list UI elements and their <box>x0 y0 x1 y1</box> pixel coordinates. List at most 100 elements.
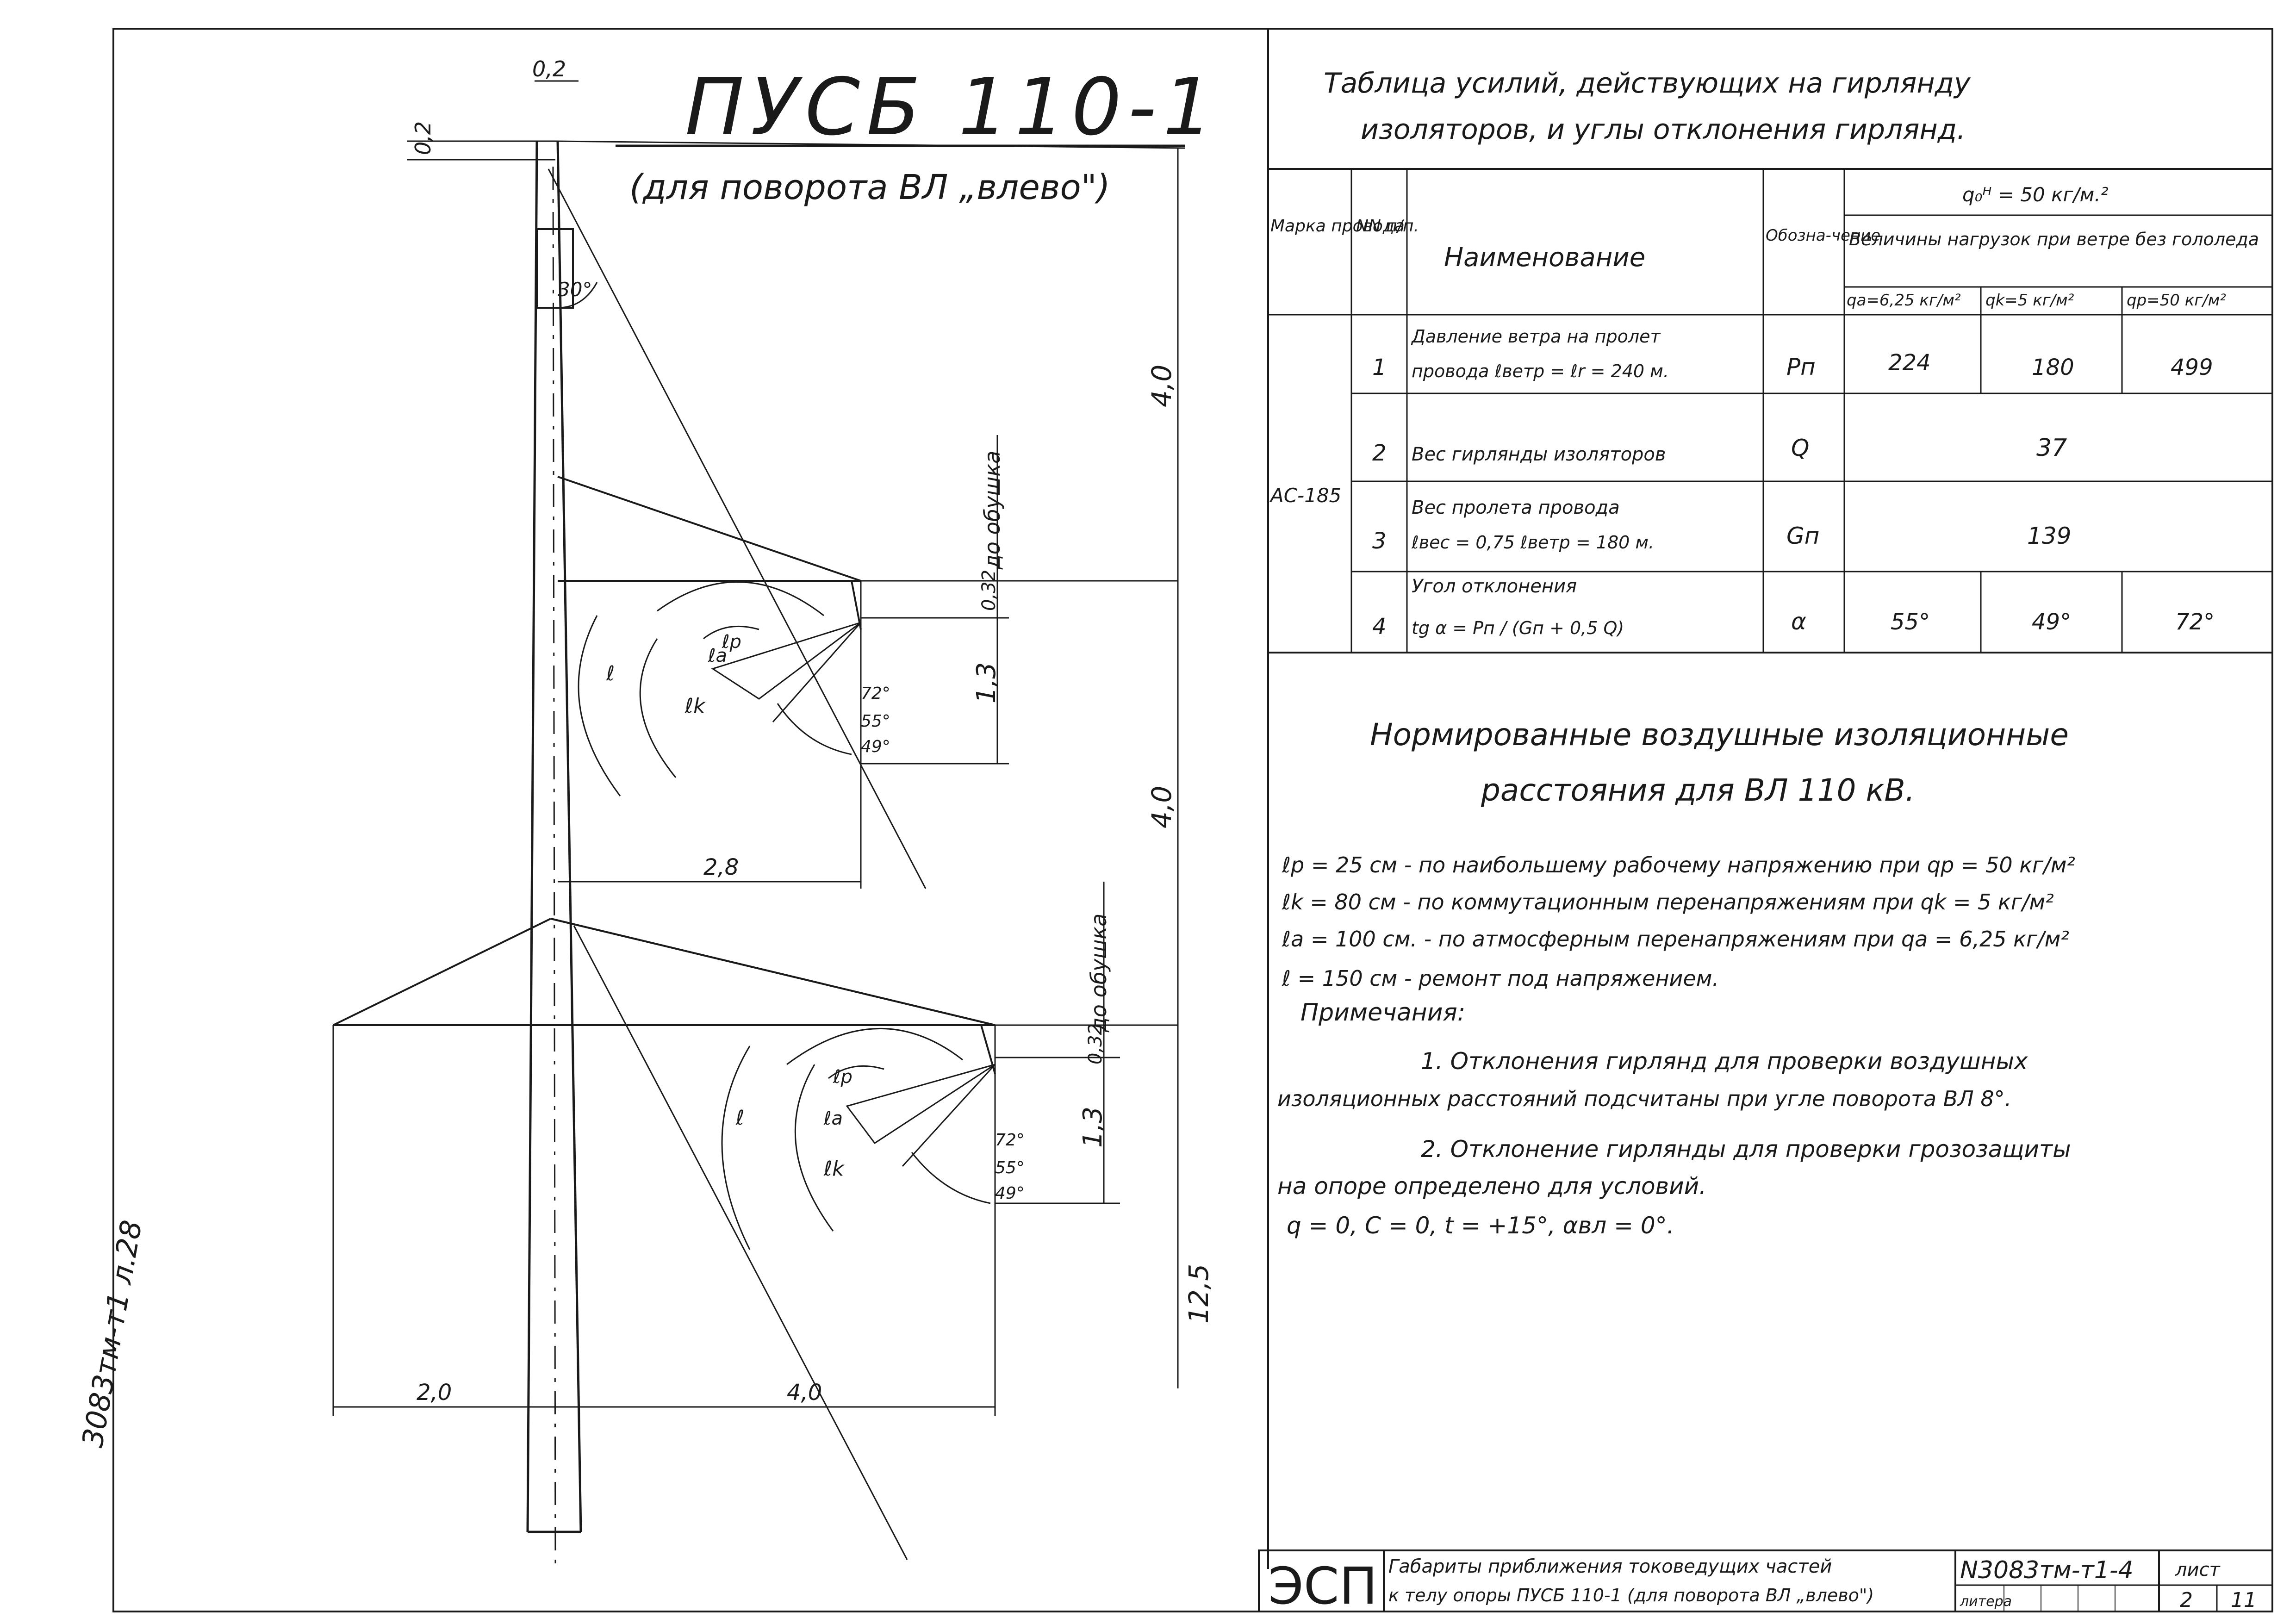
lower-ra-label: ℓa <box>823 1108 843 1129</box>
norm-line-1: ℓp = 25 см - по наибольшему рабочему нап… <box>1282 852 2075 877</box>
dim-upper-h2: 4,0 <box>1146 786 1177 828</box>
stamp-desc-1: Габариты приближения токоведущих частей <box>1388 1556 1832 1577</box>
head-values: Величины нагрузок при ветре без гололеда <box>1849 229 2259 249</box>
to-clamp-upper: до обушка <box>980 451 1005 570</box>
top-bracket <box>536 228 574 309</box>
head-name: Наименование <box>1444 243 1645 273</box>
lower-swing-lines <box>846 1064 996 1145</box>
drawing-subtitle: (для поворота ВЛ „влево") <box>629 168 1110 207</box>
head-mark: Марка провода <box>1270 217 1405 236</box>
note-1a: 1. Отклонения гирлянд для проверки возду… <box>1421 1048 2028 1075</box>
drawing-title: ПУСБ 110-1 <box>685 62 1220 153</box>
stamp-logo: ЭСП <box>1268 1556 1377 1616</box>
lower-crossarm-r <box>550 918 996 1026</box>
side-note: 3083тм-т1 л.28 <box>75 1218 149 1450</box>
upper-arc-a <box>639 638 677 778</box>
norm-line-4: ℓ = 150 см - ремонт под напряжением. <box>1282 966 1719 991</box>
dim-arm-left: 2,0 <box>417 1380 452 1406</box>
norms-section: Нормированные воздушные изоляционные рас… <box>1277 717 2075 1239</box>
lower-rk-label: ℓk <box>823 1157 845 1181</box>
note-2b: на опоре определено для условий. <box>1277 1173 1706 1200</box>
row1-v2: 180 <box>2032 355 2074 380</box>
row1-v1: 224 <box>1888 350 1931 376</box>
upper-angle-72: 72° <box>861 684 890 703</box>
sheet-frame <box>112 28 2273 1612</box>
row1-name-2: провода ℓветр = ℓr = 240 м. <box>1412 361 1669 381</box>
note-1b: изоляционных расстояний подсчитаны при у… <box>1277 1086 2011 1111</box>
norm-line-3: ℓa = 100 см. - по атмосферным перенапряж… <box>1282 927 2069 952</box>
row3-name-1: Вес пролета провода <box>1412 497 1620 518</box>
stamp-litera: литера <box>1960 1593 2012 1610</box>
lower-crossarm <box>333 918 996 1026</box>
head-q0: q₀ᴴ = 50 кг/м.² <box>1962 183 2109 206</box>
upper-crossarm <box>557 476 861 582</box>
row1-sym: Pп <box>1786 354 1816 380</box>
stamp-code: N3083тм-т1-4 <box>1960 1556 2134 1584</box>
norms-heading-2: расстояния для ВЛ 110 кВ. <box>1481 772 1915 808</box>
pole-left-edge <box>526 141 538 1532</box>
row4-name-2: tg α = Pп / (Gп + 0,5 Q) <box>1412 618 1624 638</box>
pole-right-edge <box>556 141 582 1532</box>
stamp-sheet-label: лист <box>2175 1559 2221 1580</box>
dim-gap1: 0,32 <box>978 570 1000 611</box>
row2-span: 37 <box>2036 434 2067 462</box>
row3-span: 139 <box>2027 523 2071 549</box>
lower-angle-72: 72° <box>995 1131 1025 1150</box>
table-frame <box>1267 168 2273 653</box>
row3-sym: Gп <box>1786 523 1819 549</box>
to-clamp-lower: до обушка <box>1086 914 1111 1033</box>
lower-angle-arc <box>911 1152 991 1204</box>
row1-name-1: Давление ветра на пролет <box>1411 326 1661 347</box>
dim-gap2: 0,32 <box>1085 1023 1106 1064</box>
row3-name-2: ℓвес = 0,75 ℓветр = 180 м. <box>1411 532 1654 553</box>
tower-drawing: ПУСБ 110-1 (для поворота ВЛ „влево") 0,2… <box>75 56 1220 1565</box>
head-c2: qk=5 кг/м² <box>1985 291 2074 310</box>
upper-ra-label: ℓa <box>708 645 727 666</box>
upper-swing-lines <box>711 622 861 700</box>
upper-rp-label: ℓp <box>722 631 741 653</box>
lower-angle-49: 49° <box>995 1184 1025 1203</box>
upper-string <box>851 580 862 630</box>
norm-line-2: ℓk = 80 см - по коммутационным перенапря… <box>1282 890 2054 915</box>
forces-table: Таблица усилий, действующих на гирлянду … <box>1267 67 2273 653</box>
dim-lower-h: 12,5 <box>1183 1264 1214 1324</box>
dim-upper-h1: 4,0 <box>1146 365 1177 407</box>
upper-arc-p <box>703 625 759 640</box>
row4-v3: 72° <box>2175 609 2215 635</box>
row2-name-1: Вес гирлянды изоляторов <box>1412 444 1666 465</box>
row4-sym: α <box>1791 608 1806 635</box>
lower-arc-a <box>794 1064 834 1232</box>
mark-value: АС-185 <box>1269 484 1341 507</box>
dim-arm-upper: 2,8 <box>703 854 739 880</box>
dim-arm-right: 4,0 <box>787 1380 822 1406</box>
title-stamp: ЭСП Габариты приближения токоведущих час… <box>1258 1549 2273 1616</box>
dim-top-height: 0,2 <box>411 121 436 155</box>
guy-line <box>548 168 927 889</box>
row3-num: 3 <box>1372 528 1387 554</box>
row4-v1: 55° <box>1891 609 1930 635</box>
lower-angle-55: 55° <box>995 1158 1025 1177</box>
lower-r-label: ℓ <box>735 1106 744 1130</box>
lower-guy-line <box>573 925 908 1560</box>
dim-ext-top <box>555 140 1185 149</box>
norms-heading-1: Нормированные воздушные изоляционные <box>1370 717 2069 753</box>
upper-angle-55: 55° <box>861 712 890 731</box>
row4-v2: 49° <box>2032 609 2071 635</box>
lower-swing-2 <box>902 1064 996 1167</box>
dim-top-width: 0,2 <box>532 56 566 81</box>
upper-angle-49: 49° <box>861 737 890 756</box>
upper-arc-l <box>578 615 621 796</box>
note-2c: q = 0, C = 0, t = +15°, αвл = 0°. <box>1287 1212 1674 1239</box>
row1-num: 1 <box>1372 355 1387 380</box>
stamp-frame <box>1258 1549 2273 1612</box>
head-sym: Обозна-чение <box>1766 226 1880 245</box>
row4-name-1: Угол отклонения <box>1412 576 1577 597</box>
lower-arc-top <box>786 1028 963 1065</box>
notes-title: Примечания: <box>1300 999 1465 1027</box>
upper-rk-label: ℓk <box>684 694 706 718</box>
upper-arc-top <box>657 581 824 616</box>
row2-sym: Q <box>1791 435 1809 461</box>
pole-axis <box>552 166 556 1565</box>
lower-arc-l <box>721 1045 751 1250</box>
